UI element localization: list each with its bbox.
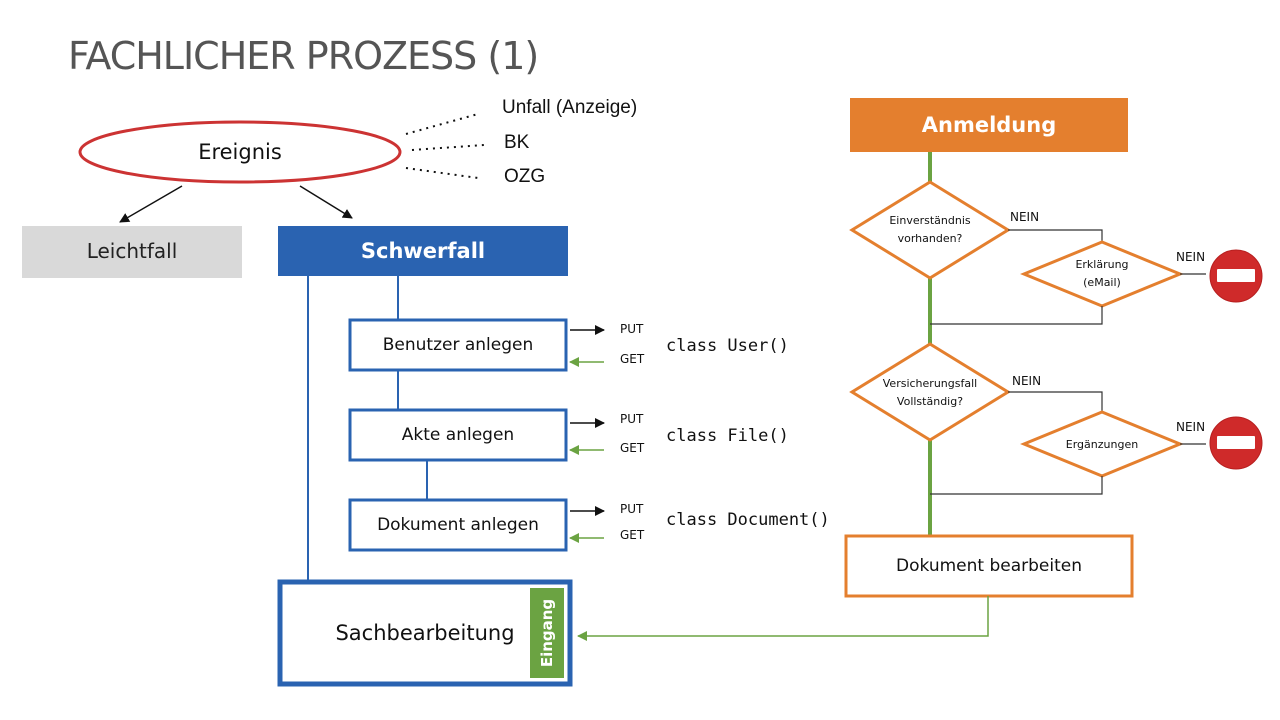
source-ozg: OZG <box>504 166 546 187</box>
put-label: PUT <box>620 502 644 516</box>
decision-erklaerung-label: Erklärung (eMail) <box>1044 252 1160 296</box>
dokument-bearbeiten-box <box>844 534 1134 598</box>
step-label-akte: Akte anlegen <box>401 425 515 445</box>
put-label: PUT <box>620 322 644 336</box>
get-label: GET <box>620 441 645 455</box>
source-unfall: Unfall (Anzeige) <box>502 97 638 118</box>
step-box-benutzer <box>348 318 568 372</box>
get-label: GET <box>620 528 645 542</box>
stop-icon <box>1209 416 1263 470</box>
decision-einverstaendnis-line2: vorhanden? <box>897 232 963 245</box>
sachbearbeitung-label: Sachbearbeitung <box>335 621 515 645</box>
decision-versicherungsfall-line1: Versicherungsfall <box>882 377 978 390</box>
arrow-to-leichtfall <box>119 185 183 223</box>
eingang-tab <box>530 588 564 678</box>
class-file: class File() <box>666 426 789 446</box>
schwerfall-label: Schwerfall <box>360 239 486 263</box>
dokument-bearbeiten-label: Dokument bearbeiten <box>896 556 1082 576</box>
nein-label: NEIN <box>1010 210 1040 224</box>
arrow-to-schwerfall <box>299 185 353 219</box>
source-connector <box>411 144 485 151</box>
step-label-benutzer: Benutzer anlegen <box>382 335 534 355</box>
leichtfall-label: Leichtfall <box>86 239 178 263</box>
anmeldung-box <box>850 98 1128 152</box>
event-ellipse <box>78 120 402 184</box>
nein-label: NEIN <box>1012 374 1042 388</box>
sachbearbeitung-box <box>277 579 573 687</box>
nein-label: NEIN <box>1176 250 1206 264</box>
class-user: class User() <box>666 336 789 356</box>
source-connector <box>405 167 479 179</box>
decision-einverstaendnis <box>849 180 1011 280</box>
anmeldung-label: Anmeldung <box>921 113 1057 137</box>
event-label: Ereignis <box>198 140 282 164</box>
stop-icon <box>1209 249 1263 303</box>
decision-erklaerung-line1: Erklärung <box>1075 258 1129 271</box>
step-box-dokument <box>348 498 568 552</box>
step-box-akte <box>348 408 568 462</box>
decision-versicherungsfall-label: Versicherungsfall Vollständig? <box>862 368 998 418</box>
step-label-dokument: Dokument anlegen <box>377 515 539 535</box>
decision-erklaerung-line2: (eMail) <box>1083 276 1121 289</box>
decision-einverstaendnis-line1: Einverständnis <box>889 214 971 227</box>
schwerfall-box <box>278 226 568 276</box>
nein-label: NEIN <box>1176 420 1206 434</box>
eingang-label: Eingang <box>538 598 556 668</box>
leichtfall-box <box>22 226 242 278</box>
page-title: FACHLICHER PROZESS (1) <box>68 34 539 78</box>
decision-versicherungsfall-line2: Vollständig? <box>896 395 964 408</box>
get-label: GET <box>620 352 645 366</box>
source-bk: BK <box>504 132 530 153</box>
decision-ergaenzungen-label: Ergänzungen <box>1065 437 1139 451</box>
decision-versicherungsfall <box>849 342 1011 442</box>
class-document: class Document() <box>666 510 830 530</box>
source-connector <box>405 113 479 135</box>
decision-einverstaendnis-label: Einverständnis vorhanden? <box>862 205 998 255</box>
put-label: PUT <box>620 412 644 426</box>
